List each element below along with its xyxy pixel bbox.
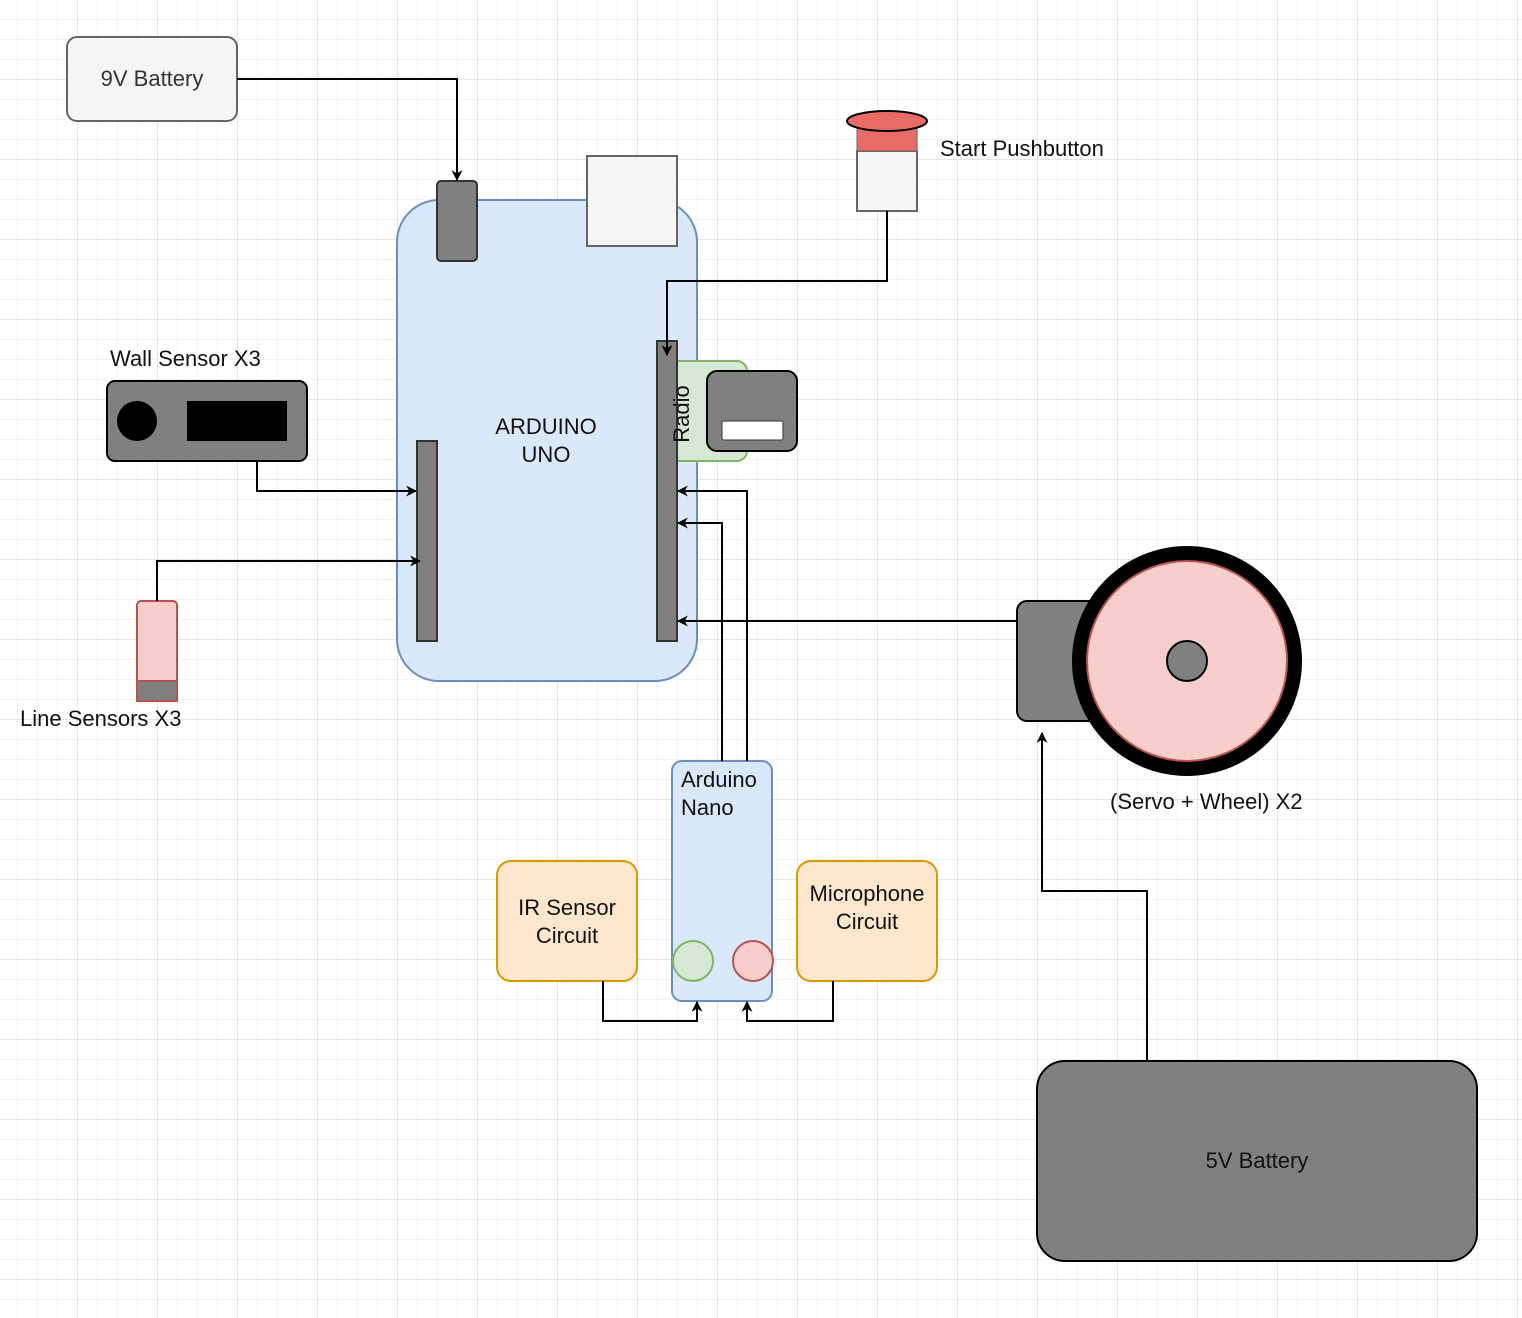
wire-5v-to-servo — [1036, 731, 1148, 1061]
nano-mic-pin — [732, 940, 774, 982]
battery-5v-box[interactable] — [1036, 1060, 1478, 1262]
microphone-circuit-label: Microphone Circuit — [797, 861, 937, 981]
wall-sensor-label: Wall Sensor X3 — [110, 346, 261, 371]
wire-ir-to-nano — [602, 981, 703, 1022]
radio-label-text: Radio — [669, 385, 694, 443]
battery-9v-label: 9V Battery — [67, 37, 237, 121]
wire-line-sensor-to-uno — [156, 555, 422, 601]
line-sensor-tip — [136, 680, 178, 702]
uno-left-header — [416, 440, 438, 642]
microphone-label-line1: Microphone — [809, 881, 925, 906]
pushbutton-cap[interactable] — [846, 110, 928, 132]
radio-antenna-slot — [721, 420, 784, 441]
uno-usb-port — [586, 155, 678, 247]
wire-nano-to-uno-a — [676, 485, 748, 761]
microphone-label-line2: Circuit — [835, 909, 899, 934]
arduino-nano-label-line1: Arduino — [681, 767, 757, 792]
servo-wheel-label: (Servo + Wheel) X2 — [1110, 789, 1303, 814]
wheel-hub — [1166, 640, 1208, 682]
ir-sensor-label-line1: IR Sensor — [518, 895, 616, 920]
radio-label: Radio — [668, 364, 696, 464]
wire-nano-to-uno-b — [676, 517, 723, 761]
microphone-circuit-box[interactable] — [796, 860, 938, 982]
wire-9v-to-uno — [237, 78, 463, 182]
nano-ir-pin — [672, 940, 714, 982]
start-pushbutton-label: Start Pushbutton — [940, 136, 1104, 161]
uno-power-jack — [436, 180, 478, 262]
ir-sensor-circuit-box[interactable] — [496, 860, 638, 982]
arduino-uno-label-line2: UNO — [521, 442, 571, 467]
battery-9v-text: 9V Battery — [100, 66, 204, 91]
ir-sensor-circuit-label: IR Sensor Circuit — [497, 861, 637, 1011]
pushbutton-base — [856, 150, 918, 212]
wall-sensor-lens — [117, 401, 157, 441]
arduino-uno-label-line1: ARDUINO — [495, 414, 597, 439]
arduino-nano-label-line2: Nano — [681, 795, 734, 820]
battery-5v-label: 5V Battery — [1037, 1061, 1477, 1261]
wire-wall-sensor-to-uno — [256, 461, 418, 497]
arduino-nano-label: Arduino Nano — [681, 766, 757, 822]
wall-sensor-window — [187, 401, 287, 441]
battery-5v-text: 5V Battery — [1205, 1148, 1309, 1173]
ir-sensor-label-line2: Circuit — [535, 923, 599, 948]
wire-pushbutton-to-uno — [661, 211, 888, 357]
line-sensors-label: Line Sensors X3 — [20, 706, 182, 731]
wire-mic-to-nano — [741, 981, 834, 1022]
arduino-uno-label: ARDUINO UNO — [476, 413, 616, 469]
